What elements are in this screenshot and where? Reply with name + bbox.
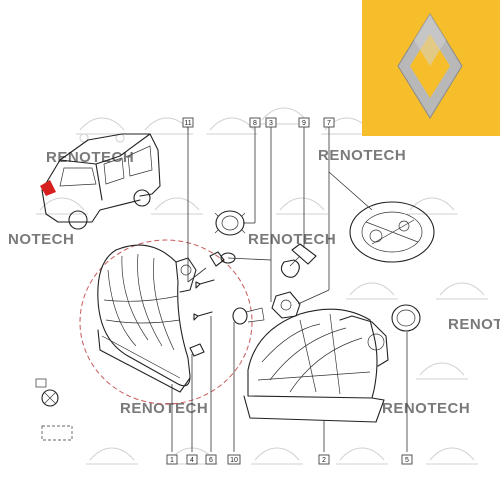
watermark-text: RENOTECH (318, 147, 406, 164)
svg-text:9: 9 (302, 120, 306, 127)
seal-ring-5 (391, 304, 421, 332)
adjuster-screws (189, 279, 215, 357)
watermark-texts: RENOTECH RENOTECH NOTECH RENOTECH RENOTE… (8, 147, 500, 417)
callout-4: 4 (186, 454, 198, 465)
renault-logo (362, 0, 500, 136)
callout-5: 5 (401, 454, 413, 465)
callout-8: 8 (249, 117, 261, 128)
svg-text:1: 1 (170, 457, 174, 464)
bulb-symbol (35, 378, 73, 441)
svg-text:3: 3 (269, 120, 273, 127)
callout-11: 11 (182, 117, 194, 128)
rear-cover (349, 201, 435, 263)
svg-text:4: 4 (190, 457, 194, 464)
callout-10: 10 (227, 454, 241, 465)
svg-text:2: 2 (322, 457, 326, 464)
bulb-holder-7 (271, 291, 301, 319)
svg-text:5: 5 (405, 457, 409, 464)
bulb-10 (232, 307, 265, 325)
callout-2: 2 (318, 454, 330, 465)
bulb-socket-ring-3 (214, 210, 246, 236)
callout-7: 7 (323, 117, 335, 128)
van-sketch (40, 133, 161, 230)
watermark-car-icons (36, 107, 488, 465)
watermark-text: RENOTECH (448, 316, 500, 333)
watermark-text: NOTECH (8, 231, 74, 248)
callout-6: 6 (205, 454, 217, 465)
headlamp-2 (243, 308, 389, 423)
svg-text:10: 10 (230, 457, 238, 464)
leader-lines (171, 126, 408, 452)
watermark-text: RENOTECH (382, 400, 470, 417)
detail-circle (79, 239, 253, 405)
watermark-text: RENOTECH (120, 400, 208, 417)
svg-text:6: 6 (209, 457, 213, 464)
svg-text:8: 8 (253, 120, 257, 127)
callout-1: 1 (166, 454, 178, 465)
renault-diamond-icon (397, 13, 463, 119)
bulb-8 (209, 251, 236, 267)
headlamp-location-marker (40, 180, 56, 196)
callout-3: 3 (265, 117, 277, 128)
watermark-text: RENOTECH (248, 231, 336, 248)
headlamp-1 (97, 244, 197, 393)
callout-9: 9 (298, 117, 310, 128)
bulb-9 (280, 243, 317, 278)
svg-text:7: 7 (327, 120, 331, 127)
svg-text:11: 11 (184, 120, 191, 127)
